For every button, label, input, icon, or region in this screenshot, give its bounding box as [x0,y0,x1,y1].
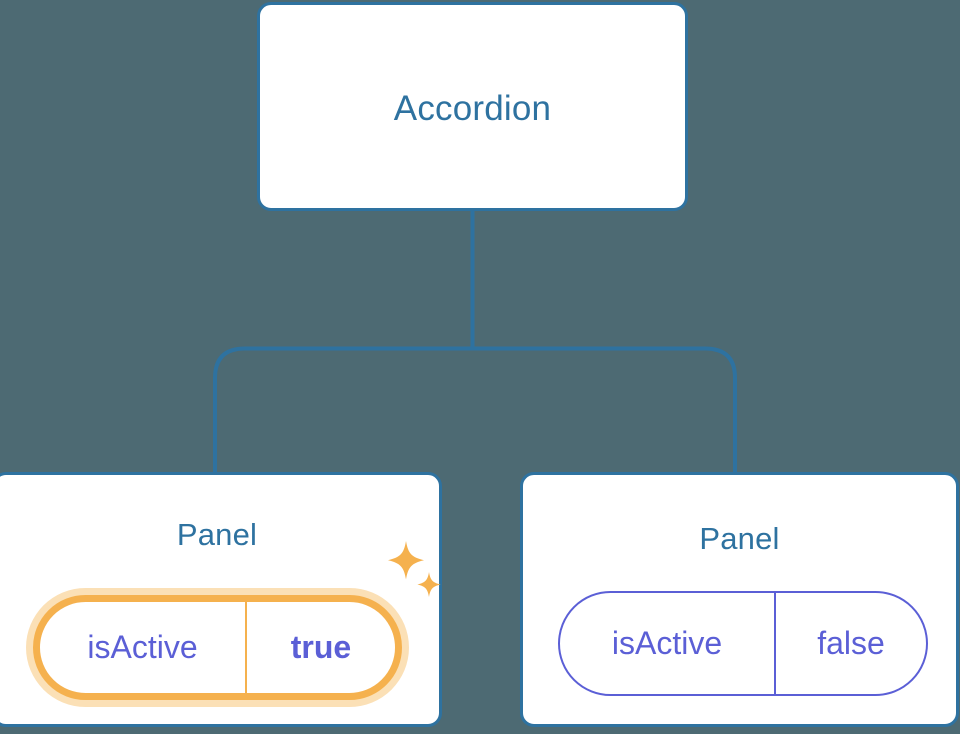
prop-value: true [245,602,395,693]
node-panel-right-title: Panel [699,521,780,556]
node-accordion-title: Accordion [393,89,552,128]
node-panel-right[interactable]: Panel isActive false [520,472,959,727]
prop-key: isActive [611,625,723,661]
prop-key: isActive [87,629,198,665]
node-panel-left-title: Panel [176,517,258,552]
prop-pill-highlighted-wrapper: isActive true [26,588,409,707]
prop-pill-isactive-false[interactable]: isActive false [558,591,928,696]
node-panel-left[interactable]: Panel isActive true [0,472,442,727]
node-accordion[interactable]: Accordion [257,2,688,211]
prop-pill-isactive-true[interactable]: isActive true [33,595,402,700]
prop-value: false [774,593,926,694]
connector-branch [213,346,737,472]
